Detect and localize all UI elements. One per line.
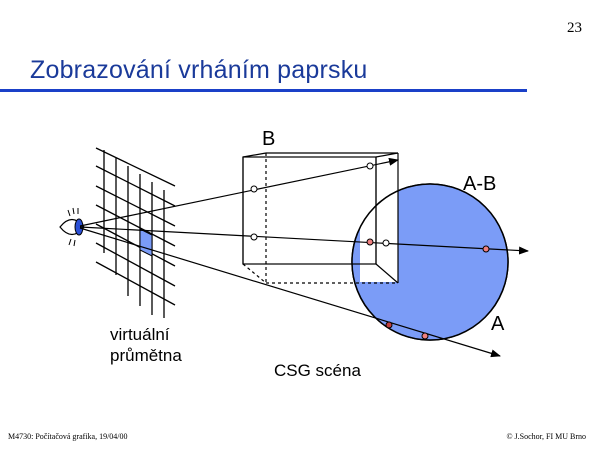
projection-grid: [95, 147, 176, 318]
ray-top: [79, 157, 399, 227]
label-csg-scene: CSG scéna: [274, 361, 361, 380]
eye-icon: [59, 207, 85, 247]
rays: [79, 157, 529, 358]
slide-number: 23: [567, 20, 582, 36]
label-b: B: [262, 128, 275, 150]
title-rule: [0, 89, 527, 92]
csg-box-b: [242, 152, 399, 284]
intersection-points: [250, 162, 490, 340]
footer-course-info: M4730: Počítačová grafika, 19/04/00: [8, 432, 128, 441]
label-a-minus-b: A-B: [463, 173, 496, 195]
footer-copyright: © J.Sochor, FI MU Brno: [506, 432, 586, 441]
label-a: A: [491, 313, 505, 335]
label-projection-plane-line1: virtuální: [110, 325, 170, 344]
ray-bottom: [79, 227, 501, 358]
slide-title: Zobrazování vrháním paprsku: [30, 56, 368, 84]
ray-middle: [79, 226, 529, 255]
label-projection-plane-line2: průmětna: [110, 346, 182, 365]
